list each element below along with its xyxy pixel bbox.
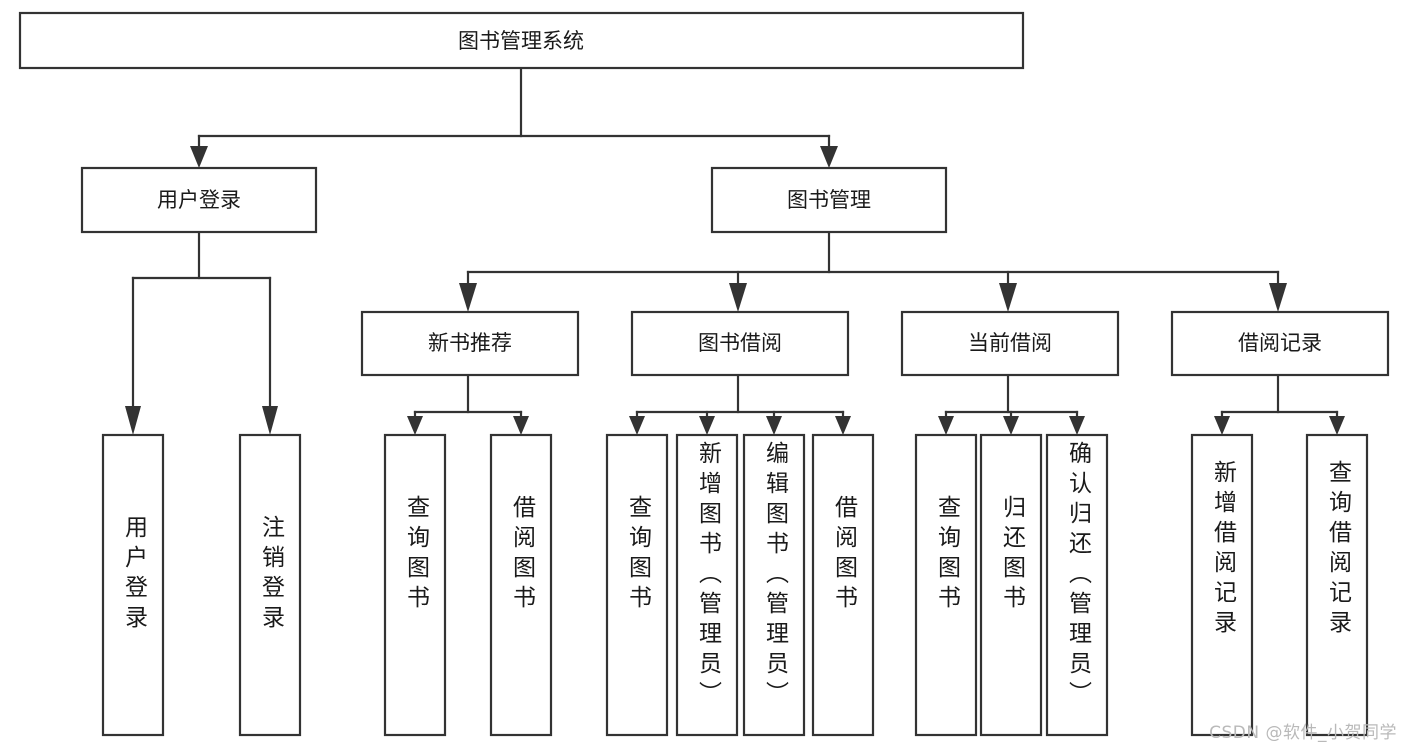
node-current-borrow-box[interactable] xyxy=(900,310,1120,377)
node-leaf-query-book-3-box[interactable] xyxy=(914,433,978,737)
arrow-current-borrow xyxy=(999,283,1017,312)
node-leaf-return-book-box[interactable] xyxy=(979,433,1043,737)
arrow-leaf-borrow-book-2 xyxy=(835,416,851,435)
arrow-leaf-query-record xyxy=(1329,416,1345,435)
arrow-leaf-add-book xyxy=(699,416,715,435)
node-root-label: 图书管理系统 xyxy=(458,29,584,53)
leaf-box-group xyxy=(101,433,1369,737)
node-book-manage-label: 图书管理 xyxy=(787,188,871,212)
node-borrow-record-box[interactable] xyxy=(1170,310,1390,377)
node-new-book-rec-label: 新书推荐 xyxy=(428,331,512,355)
node-leaf-add-record-box[interactable] xyxy=(1190,433,1254,737)
node-borrow-record-label: 借阅记录 xyxy=(1238,331,1322,355)
edge-group xyxy=(125,66,1345,435)
node-leaf-user-login-box[interactable] xyxy=(101,433,165,737)
node-new-book-rec-box[interactable] xyxy=(360,310,580,377)
arrow-leaf-query-book-3 xyxy=(938,416,954,435)
arrow-leaf-confirm-return xyxy=(1069,416,1085,435)
node-book-borrow-label: 图书借阅 xyxy=(698,331,782,355)
node-leaf-query-book-1-box[interactable] xyxy=(383,433,447,737)
arrow-leaf-query-book-2 xyxy=(629,416,645,435)
arrow-borrow-record xyxy=(1269,283,1287,312)
node-book-manage-box[interactable] xyxy=(710,166,948,234)
node-root-box[interactable] xyxy=(18,11,1025,70)
arrow-leaf-borrow-book-1 xyxy=(513,416,529,435)
node-root[interactable]: 图书管理系统 xyxy=(18,11,1025,70)
node-book-manage[interactable]: 图书管理 xyxy=(710,166,948,234)
node-current-borrow-label: 当前借阅 xyxy=(968,331,1052,355)
node-current-borrow[interactable]: 当前借阅 xyxy=(900,310,1120,377)
arrow-book-borrow xyxy=(729,283,747,312)
arrow-leaf-query-book-1 xyxy=(407,416,423,435)
node-leaf-borrow-book-1-box[interactable] xyxy=(489,433,553,737)
arrow-new-book-rec xyxy=(459,283,477,312)
node-book-borrow-box[interactable] xyxy=(630,310,850,377)
arrow-book-manage xyxy=(820,146,838,168)
arrow-leaf-user-logout xyxy=(262,406,278,435)
node-leaf-query-book-2-box[interactable] xyxy=(605,433,669,737)
arrow-leaf-user-login xyxy=(125,406,141,435)
node-user-login-label: 用户登录 xyxy=(157,188,241,212)
node-book-borrow[interactable]: 图书借阅 xyxy=(630,310,850,377)
arrow-leaf-edit-book xyxy=(766,416,782,435)
arrow-leaf-return-book xyxy=(1003,416,1019,435)
node-new-book-rec[interactable]: 新书推荐 xyxy=(360,310,580,377)
node-user-login-box[interactable] xyxy=(80,166,318,234)
node-leaf-confirm-return-box[interactable] xyxy=(1045,433,1109,737)
node-leaf-query-record-box[interactable] xyxy=(1305,433,1369,737)
node-leaf-borrow-book-2-box[interactable] xyxy=(811,433,875,737)
node-leaf-add-book-box[interactable] xyxy=(675,433,739,737)
node-user-login[interactable]: 用户登录 xyxy=(80,166,318,234)
node-leaf-edit-book-box[interactable] xyxy=(742,433,806,737)
node-leaf-user-logout-box[interactable] xyxy=(238,433,302,737)
arrow-leaf-add-record xyxy=(1214,416,1230,435)
arrow-user-login xyxy=(190,146,208,168)
node-borrow-record[interactable]: 借阅记录 xyxy=(1170,310,1390,377)
